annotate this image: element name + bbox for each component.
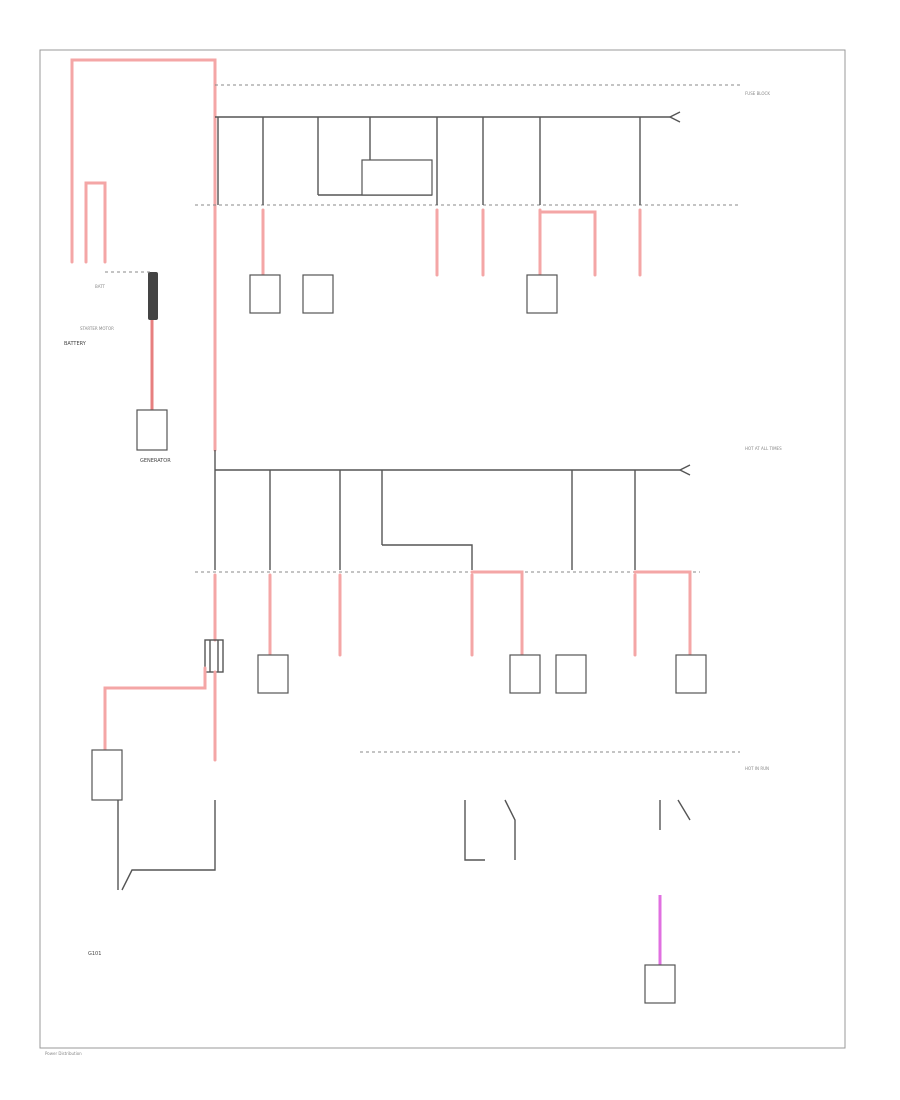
generator-label: GENERATOR	[140, 458, 171, 464]
bottom-component	[644, 964, 676, 1004]
middle-bus-arrow	[679, 464, 691, 476]
battery-label: BATTERY	[64, 341, 87, 347]
relay-left-ground	[117, 800, 216, 891]
top-pink-downlines	[261, 208, 642, 277]
battery-loop	[84, 181, 107, 264]
diagram-frame	[39, 49, 846, 1049]
battery-main-feed	[70, 58, 217, 452]
middle-components	[257, 654, 707, 694]
ground-label: G101	[88, 951, 101, 957]
top-components	[249, 274, 558, 314]
batt-label: BATT	[95, 284, 106, 289]
top-fuse-drops	[217, 117, 641, 205]
fuse-block-label: FUSE BLOCK	[745, 91, 770, 96]
ignition-coil	[204, 639, 224, 673]
generator	[136, 409, 168, 451]
lower-switches	[464, 799, 691, 861]
starter-label: STARTER MOTOR	[80, 326, 114, 331]
relay-left	[91, 749, 123, 801]
middle-pink-downlines	[213, 570, 692, 657]
page-ref-label: Power Distribution	[45, 1051, 82, 1056]
starter-motor	[105, 271, 158, 320]
coil-feed	[103, 666, 207, 752]
hot-in-run-label: HOT IN RUN	[745, 766, 769, 771]
top-bus-arrow	[669, 111, 681, 123]
middle-fuse-drops	[214, 450, 636, 570]
hot-at-all-times-label: HOT AT ALL TIMES	[745, 446, 782, 451]
